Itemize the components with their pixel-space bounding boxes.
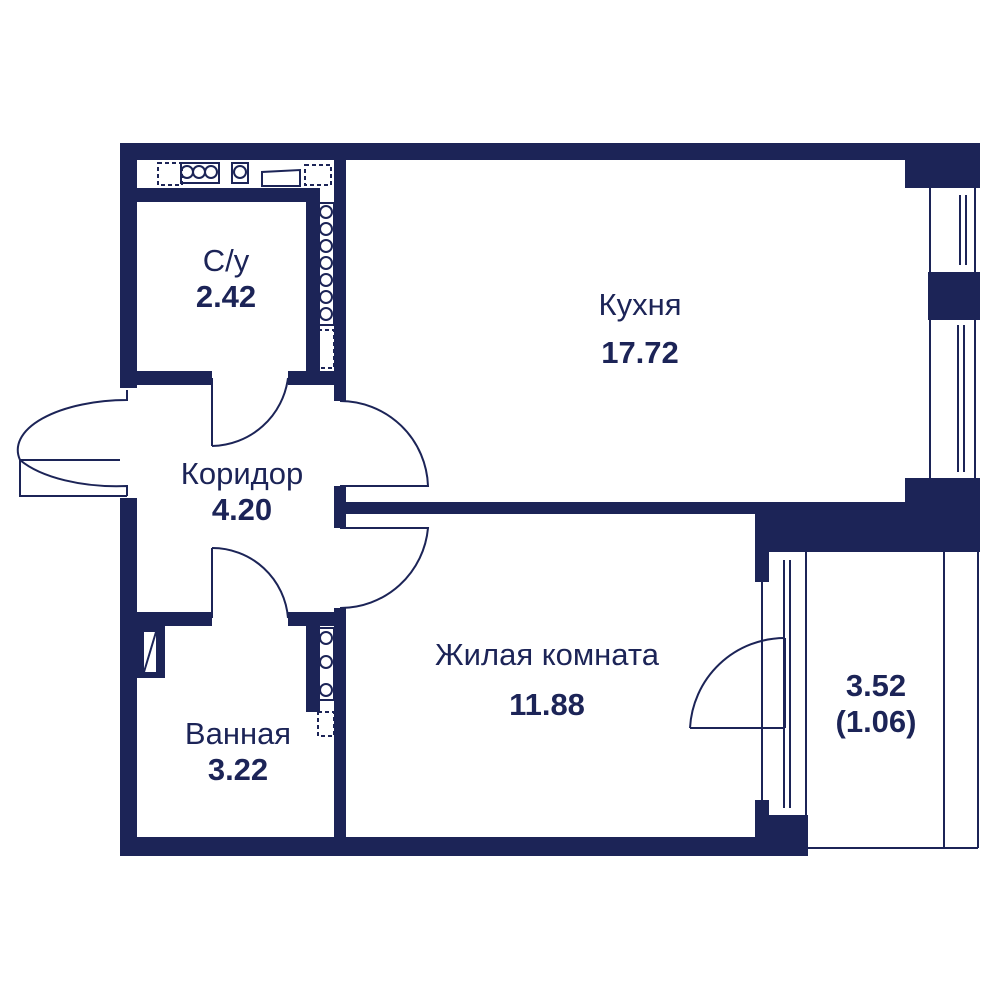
outer-wall-left-bottom	[120, 498, 137, 856]
living-wall-right	[755, 502, 769, 582]
room-wc-area: 2.42	[195, 278, 257, 314]
room-living-area: 11.88	[509, 686, 585, 722]
bath-wall-top-left	[120, 612, 212, 626]
outer-wall-left-top	[120, 143, 137, 388]
utility-shaft-top	[157, 162, 332, 187]
room-balcony: 3.52 (1.06)	[808, 668, 944, 739]
pier-mid-right	[928, 272, 980, 320]
pier-top-right	[905, 143, 980, 188]
living-wall-right-low	[755, 800, 769, 856]
room-balcony-area-reduced: (1.06)	[835, 703, 917, 739]
walls	[120, 143, 980, 856]
room-wc-name: С/у	[202, 243, 250, 278]
room-bathroom: Ванная 3.22	[160, 716, 316, 787]
corridor-stub	[334, 486, 346, 528]
room-corridor: Коридор 4.20	[152, 456, 332, 527]
room-living-name: Жилая комната	[435, 637, 659, 672]
utility-shaft-wc	[317, 202, 335, 369]
room-corridor-name: Коридор	[180, 456, 304, 491]
room-wc: С/у 2.42	[168, 243, 284, 314]
room-bathroom-name: Ванная	[184, 716, 292, 751]
room-kitchen-name: Кухня	[598, 287, 682, 322]
room-corridor-area: 4.20	[211, 491, 273, 527]
kitchen-wall-left	[334, 143, 346, 401]
wc-wall-bottom-left	[120, 371, 212, 385]
bath-wall-right	[306, 612, 320, 712]
living-wall-left	[334, 608, 346, 856]
balcony-top-wall	[755, 502, 980, 552]
utility-shaft-bath	[317, 627, 335, 737]
wc-wall-top	[120, 188, 320, 202]
kitchen-living-wall	[346, 502, 755, 514]
room-bathroom-area: 3.22	[207, 751, 269, 787]
room-kitchen: Кухня 17.72	[560, 287, 720, 370]
room-kitchen-area: 17.72	[601, 334, 679, 370]
room-living: Жилая комната 11.88	[392, 637, 702, 722]
windows	[761, 188, 979, 849]
wc-wall-bottom-right	[288, 371, 346, 385]
outer-wall-bottom	[120, 837, 808, 856]
outer-wall-top	[120, 143, 980, 160]
wc-wall-right	[306, 188, 320, 371]
room-balcony-area: 3.52	[845, 668, 907, 703]
